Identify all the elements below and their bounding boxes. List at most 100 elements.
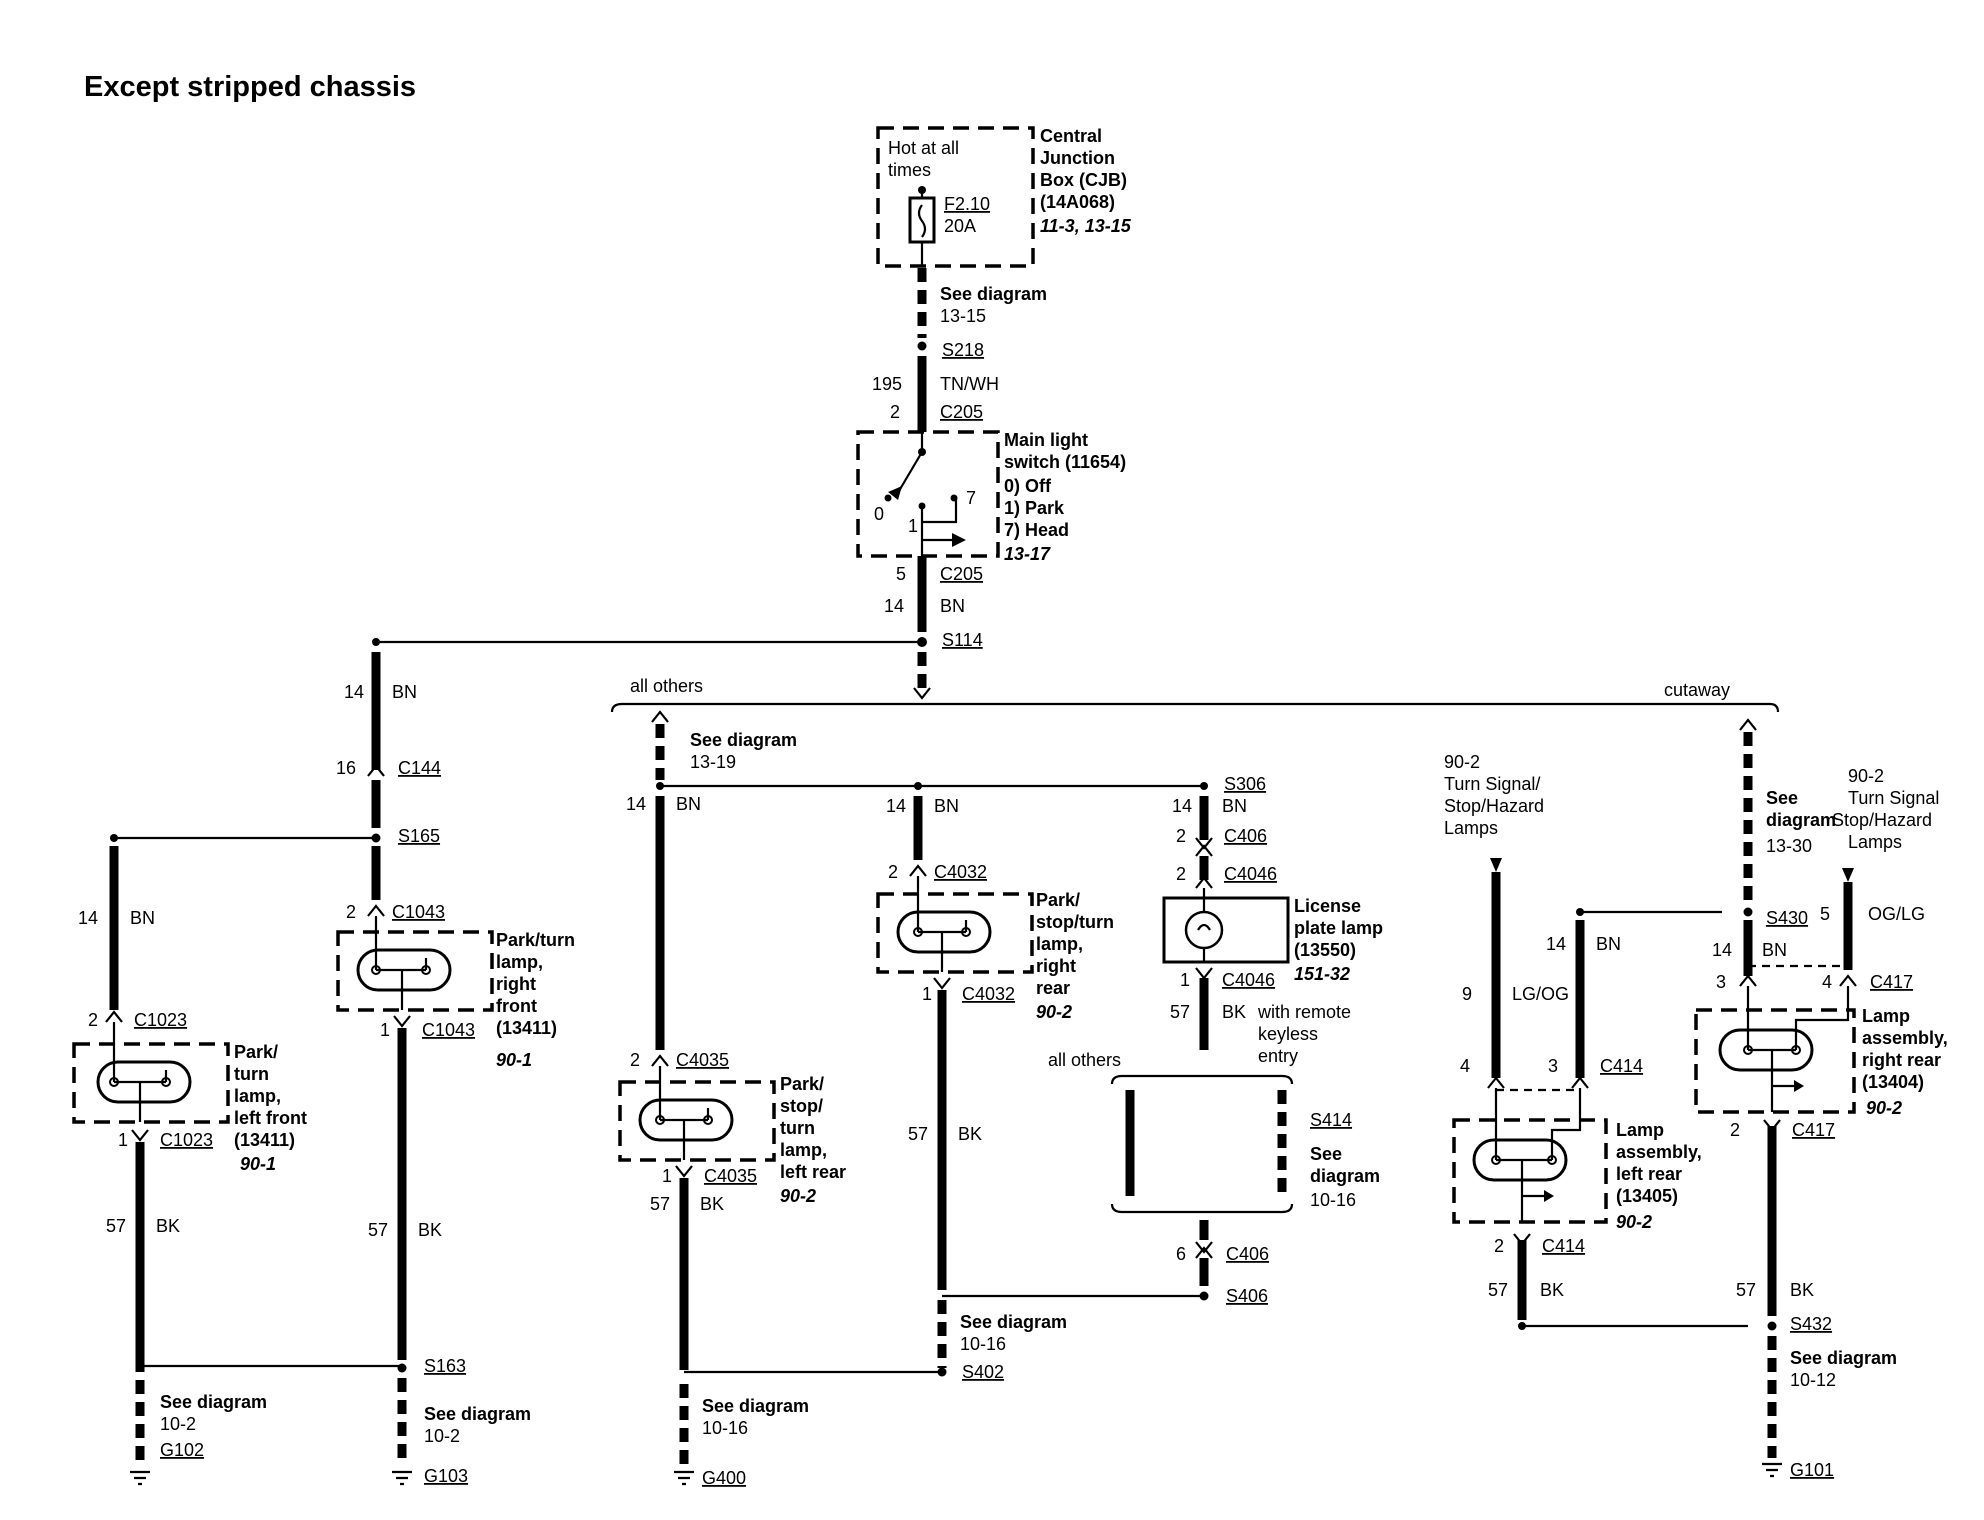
left-rear-circuit: See diagram 13-19 14 BN 2 C4035 Park/ st… bbox=[618, 710, 1204, 1488]
lic-gnd-circuit-57: 57 bbox=[1170, 1002, 1190, 1022]
pin-c4035-out: 1 bbox=[662, 1166, 672, 1186]
rr-color-bn: BN bbox=[934, 796, 959, 816]
connector-c414-out: C414 bbox=[1542, 1236, 1585, 1256]
right-front-circuit: 2 C1043 Park/turn lamp, right front (134… bbox=[336, 846, 575, 1486]
cr-bn-circuit-14: 14 bbox=[1712, 940, 1732, 960]
connector-c406-a: C406 bbox=[1224, 826, 1267, 846]
lic-note-3: entry bbox=[1258, 1046, 1298, 1066]
lr-lamp-name-5: left rear bbox=[780, 1162, 846, 1182]
connector-c406-b: C406 bbox=[1226, 1244, 1269, 1264]
rr-lamp-name-3: lamp, bbox=[1036, 934, 1083, 954]
connector-c417: C417 bbox=[1870, 972, 1913, 992]
rf-lamp-name-4: front bbox=[496, 996, 537, 1016]
pin-c4046-in: 2 bbox=[1176, 864, 1186, 884]
cr-desc-3: Lamps bbox=[1848, 832, 1902, 852]
lic-note-2: keyless bbox=[1258, 1024, 1318, 1044]
switch-pos-0: 0 bbox=[874, 504, 884, 524]
connector-c1043-in: C1043 bbox=[392, 902, 445, 922]
cr-see-diagram-2: See diagram bbox=[1790, 1348, 1897, 1368]
cl-desc-3: Lamps bbox=[1444, 818, 1498, 838]
rf-lamp-name-5: (13411) bbox=[496, 1018, 557, 1038]
rr-gnd-circuit-57: 57 bbox=[908, 1124, 928, 1144]
pin-c406-b: 6 bbox=[1176, 1244, 1186, 1264]
cr-ref-top: 90-2 bbox=[1848, 766, 1884, 786]
splice-s306: S306 bbox=[1224, 774, 1266, 794]
rr-gnd-color-bk: BK bbox=[958, 1124, 982, 1144]
rf-see-diagram: See diagram bbox=[424, 1404, 531, 1424]
lr-lamp-name-4: lamp, bbox=[780, 1140, 827, 1160]
color-bn-main: BN bbox=[940, 596, 965, 616]
pin-c4032-out: 1 bbox=[922, 984, 932, 1004]
lr-see-ref: 13-19 bbox=[690, 752, 736, 772]
lf-lamp-color-bn: BN bbox=[130, 908, 155, 928]
lr-color-bn: BN bbox=[676, 794, 701, 814]
splice-s165: S165 bbox=[398, 826, 440, 846]
rf-lamp-name-3: right bbox=[496, 974, 536, 994]
ground-g102: G102 bbox=[160, 1440, 204, 1460]
cl-ref-top: 90-2 bbox=[1444, 752, 1480, 772]
lf-lamp-name-1: Park/ bbox=[234, 1042, 278, 1062]
cjb-hot-line1: Hot at all bbox=[888, 138, 959, 158]
splice-s406: S406 bbox=[1226, 1286, 1268, 1306]
lr-lamp-ref: 90-2 bbox=[780, 1186, 816, 1206]
cr-see-ref-2: 10-12 bbox=[1790, 1370, 1836, 1390]
lr-lamp-name-1: Park/ bbox=[780, 1074, 824, 1094]
ground-g101: G101 bbox=[1790, 1460, 1834, 1480]
connector-c4035-out: C4035 bbox=[704, 1166, 757, 1186]
cr-lamp-name-3: right rear bbox=[1862, 1050, 1941, 1070]
splice-s430: S430 bbox=[1766, 908, 1808, 928]
cr-lamp-name-1: Lamp bbox=[1862, 1006, 1910, 1026]
lic-lamp-ref: 151-32 bbox=[1294, 964, 1350, 984]
pin-cr-5: 5 bbox=[1820, 904, 1830, 924]
lf-circuit-14: 14 bbox=[344, 682, 364, 702]
switch-name-2: switch (11654) bbox=[1004, 452, 1126, 472]
rr-lamp-ref: 90-2 bbox=[1036, 1002, 1072, 1022]
switch-name-1: Main light bbox=[1004, 430, 1088, 450]
lr-see-diagram-2: See diagram bbox=[702, 1396, 809, 1416]
cl-bn-circuit-14: 14 bbox=[1546, 934, 1566, 954]
ground-g103: G103 bbox=[424, 1466, 468, 1486]
switch-park: 1) Park bbox=[1004, 498, 1065, 518]
splice-s414: S414 bbox=[1310, 1110, 1352, 1130]
lr-see-diagram: See diagram bbox=[690, 730, 797, 750]
connector-c414: C414 bbox=[1600, 1056, 1643, 1076]
cl-bn-color: BN bbox=[1596, 934, 1621, 954]
lf-gnd-circuit-57: 57 bbox=[106, 1216, 126, 1236]
lf-see-diagram: See diagram bbox=[160, 1392, 267, 1412]
lr-lamp-name-2: stop/ bbox=[780, 1096, 823, 1116]
rf-lamp-name-1: Park/turn bbox=[496, 930, 575, 950]
pin-c144: 16 bbox=[336, 758, 356, 778]
central-junction-box: Hot at all times F2.10 20A Central Junct… bbox=[876, 126, 1132, 268]
cl-gnd-color-bk: BK bbox=[1540, 1280, 1564, 1300]
rf-see-ref: 10-2 bbox=[424, 1426, 460, 1446]
lr-lamp-name-3: turn bbox=[780, 1118, 815, 1138]
cr-lamp-ref: 90-2 bbox=[1866, 1098, 1902, 1118]
rr-lamp-name-5: rear bbox=[1036, 978, 1070, 998]
rf-gnd-color-bk: BK bbox=[418, 1220, 442, 1240]
switch-head: 7) Head bbox=[1004, 520, 1069, 540]
splice-s402: S402 bbox=[962, 1362, 1004, 1382]
cl-color-lgog: LG/OG bbox=[1512, 984, 1569, 1004]
see-diagram-cjb: See diagram bbox=[940, 284, 1047, 304]
pin-c406-a: 2 bbox=[1176, 826, 1186, 846]
splice-s432: S432 bbox=[1790, 1314, 1832, 1334]
connector-c205-in: C205 bbox=[940, 402, 983, 422]
connector-c4032-in: C4032 bbox=[934, 862, 987, 882]
circuit-195: 195 bbox=[872, 374, 902, 394]
cjb-name-2: Junction bbox=[1040, 148, 1115, 168]
connector-c1043-out: C1043 bbox=[422, 1020, 475, 1040]
pin-c417-3: 3 bbox=[1716, 972, 1726, 992]
lic-lamp-name-1: License bbox=[1294, 896, 1361, 916]
lic-circuit-14: 14 bbox=[1172, 796, 1192, 816]
rr-see-ref: 10-16 bbox=[960, 1334, 1006, 1354]
pin-c414-3: 3 bbox=[1548, 1056, 1558, 1076]
pin-c414-4: 4 bbox=[1460, 1056, 1470, 1076]
pin-c205-in: 2 bbox=[890, 402, 900, 422]
cr-lamp-name-2: assembly, bbox=[1862, 1028, 1948, 1048]
lr-circuit-14: 14 bbox=[626, 794, 646, 814]
pin-c417-out: 2 bbox=[1730, 1120, 1740, 1140]
cl-lamp-name-3: left rear bbox=[1616, 1164, 1682, 1184]
rr-see-diagram: See diagram bbox=[960, 1312, 1067, 1332]
lf-lamp-name-2: turn bbox=[234, 1064, 269, 1084]
